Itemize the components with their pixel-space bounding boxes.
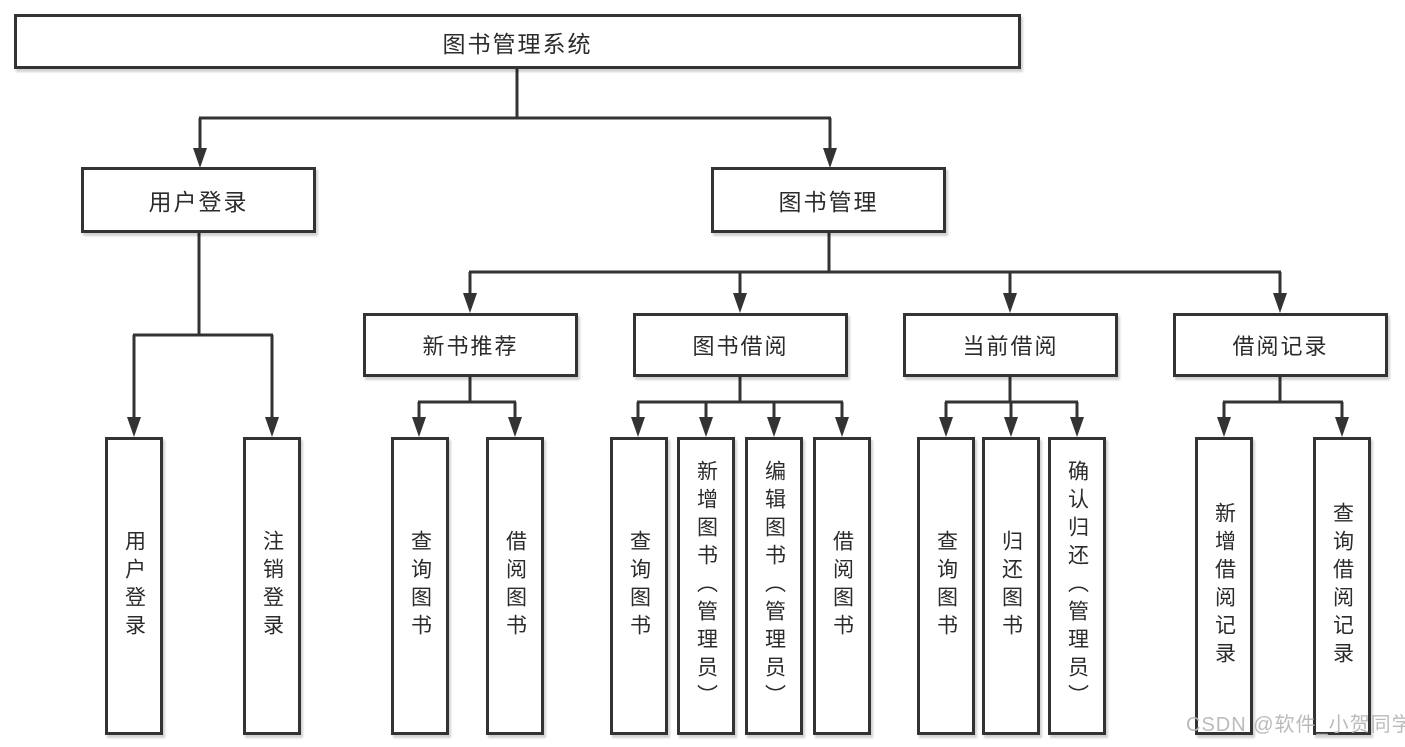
- csdn-watermark: CSDN @软件_小贺同学: [1186, 714, 1405, 736]
- node-label: 借阅图书: [830, 530, 854, 642]
- leaf-query-borrow-record: 查询借阅记录: [1313, 437, 1371, 735]
- node-library-management-system: 图书管理系统: [14, 14, 1021, 69]
- node-label: 查询借阅记录: [1330, 502, 1354, 670]
- leaf-borrow-books: 借阅图书: [813, 437, 871, 735]
- node-user-login-branch: 用户登录: [81, 167, 316, 233]
- node-label: 新增图书（管理员）: [694, 460, 718, 712]
- leaf-query-books-borrow: 查询图书: [610, 437, 668, 735]
- leaf-logout: 注销登录: [243, 437, 301, 735]
- node-label: 新增借阅记录: [1212, 502, 1236, 670]
- node-label: 用户登录: [148, 189, 249, 215]
- node-borrowing-records: 借阅记录: [1173, 313, 1388, 377]
- node-book-borrowing: 图书借阅: [633, 313, 848, 377]
- node-label: 图书管理系统: [442, 30, 593, 57]
- node-label: 编辑图书（管理员）: [762, 460, 786, 712]
- leaf-query-books-recommend: 查询图书: [391, 437, 449, 735]
- node-label: 借阅记录: [1232, 334, 1329, 359]
- node-label: 图书管理: [778, 189, 879, 215]
- leaf-borrow-books-recommend: 借阅图书: [486, 437, 544, 735]
- node-label: 确认归还（管理员）: [1065, 460, 1089, 712]
- node-label: 查询图书: [408, 530, 432, 642]
- node-label: 借阅图书: [503, 530, 527, 642]
- leaf-confirm-return-admin: 确认归还（管理员）: [1048, 437, 1106, 735]
- node-label: 图书借阅: [692, 334, 789, 359]
- node-label: 查询图书: [627, 530, 651, 642]
- node-book-management-branch: 图书管理: [711, 167, 946, 233]
- node-label: 注销登录: [260, 530, 284, 642]
- node-label: 当前借阅: [962, 334, 1059, 359]
- leaf-user-login: 用户登录: [105, 437, 163, 735]
- leaf-add-borrow-record: 新增借阅记录: [1195, 437, 1253, 735]
- node-current-borrowing: 当前借阅: [903, 313, 1118, 377]
- node-new-book-recommendation: 新书推荐: [363, 313, 578, 377]
- leaf-edit-books-admin: 编辑图书（管理员）: [745, 437, 803, 735]
- node-label: 用户登录: [122, 530, 146, 642]
- node-label: 查询图书: [934, 530, 958, 642]
- node-label: 归还图书: [999, 530, 1023, 642]
- leaf-add-books-admin: 新增图书（管理员）: [677, 437, 735, 735]
- node-label: 新书推荐: [422, 334, 519, 359]
- leaf-query-books-current: 查询图书: [917, 437, 975, 735]
- leaf-return-books: 归还图书: [982, 437, 1040, 735]
